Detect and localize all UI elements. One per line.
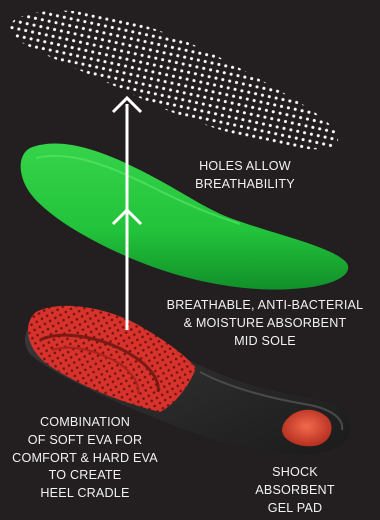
label-holes-breathability: HOLES ALLOW BREATHABILITY xyxy=(170,158,320,194)
label-mid-sole: BREATHABLE, ANTI-BACTERIAL & MOISTURE AB… xyxy=(150,297,380,350)
perforated-top-layer xyxy=(10,11,338,150)
label-eva-heel-cradle: COMBINATION OF SOFT EVA FOR COMFORT & HA… xyxy=(0,414,170,503)
label-gel-pad: SHOCK ABSORBENT GEL PAD xyxy=(240,464,350,517)
